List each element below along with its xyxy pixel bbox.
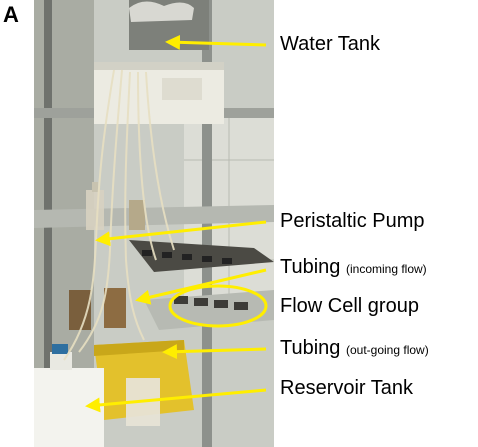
label-peristaltic-pump: Peristaltic Pump xyxy=(280,210,425,232)
label-flow-cell-group: Flow Cell group xyxy=(280,295,419,317)
label-tubing-outgoing: Tubing (out-going flow) xyxy=(280,337,429,359)
label-water-tank: Water Tank xyxy=(280,33,381,55)
label-tubing-outgoing-note: (out-going flow) xyxy=(345,343,429,357)
panel-letter: A xyxy=(3,2,19,27)
lab-setup-photo xyxy=(34,0,274,447)
label-tubing-incoming: Tubing (incoming flow) xyxy=(280,256,427,278)
photo-illustration xyxy=(34,0,274,447)
label-tubing-incoming-note: (incoming flow) xyxy=(345,262,427,276)
label-reservoir-tank: Reservoir Tank xyxy=(280,377,414,399)
